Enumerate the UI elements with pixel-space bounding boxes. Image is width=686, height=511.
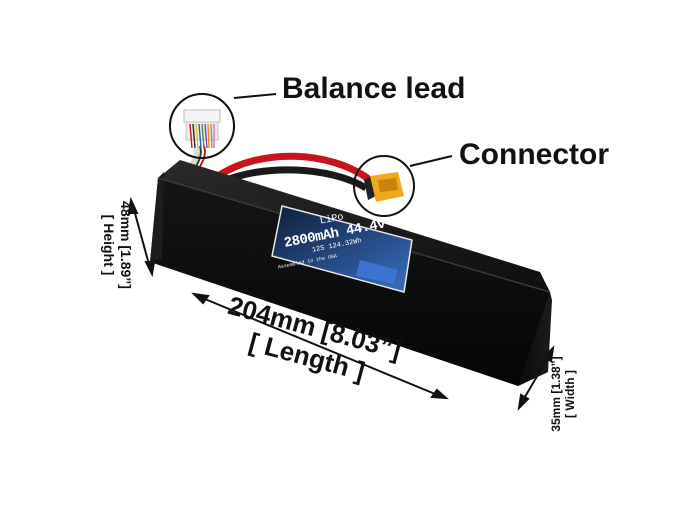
connector-callout-marker <box>353 155 453 217</box>
balance-lead-callout-marker <box>169 93 277 159</box>
height-dimension-arrow <box>127 196 156 278</box>
balance-lead-callout: Balance lead <box>282 72 466 105</box>
width-dimension-arrow <box>517 345 555 411</box>
balance-plug <box>183 109 221 149</box>
width-value: 35mm [1.38”] <box>549 356 563 432</box>
battery-label-plate <box>271 205 413 293</box>
connector-callout: Connector <box>459 138 609 171</box>
width-dimension-label: 35mm [1.38”] [ Width ] <box>549 339 577 449</box>
xt-connector <box>364 172 404 202</box>
height-value: 48mm [1.89”] <box>118 201 134 289</box>
length-dimension-arrow <box>191 292 449 400</box>
height-caption: [ Height ] <box>101 214 117 276</box>
width-caption: [ Width ] <box>563 370 577 418</box>
height-dimension-label: 48mm [1.89”] [ Height ] <box>100 180 134 310</box>
power-wires <box>216 152 373 192</box>
